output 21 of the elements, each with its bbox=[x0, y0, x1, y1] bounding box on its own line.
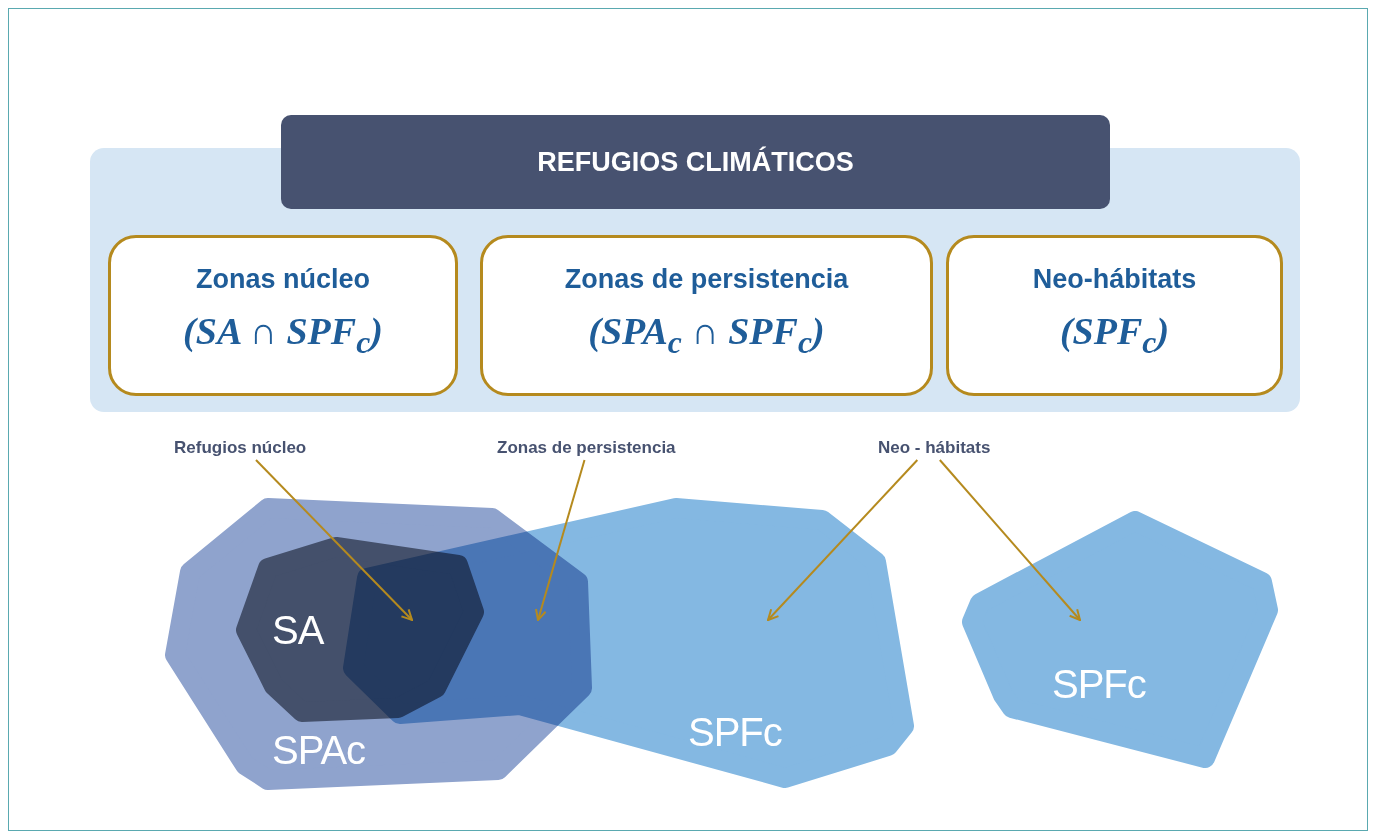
leader-arrow bbox=[255, 459, 413, 621]
set-formula: (SPF$_{c}$) bbox=[1059, 309, 1170, 361]
heading-banner: REFUGIOS CLIMÁTICOS bbox=[281, 115, 1110, 209]
callout-label: Zonas de persistencia bbox=[497, 438, 676, 458]
category-box bbox=[480, 235, 933, 396]
set-label: SPFc bbox=[688, 710, 782, 755]
box-heading: Zonas núcleo bbox=[196, 264, 370, 295]
leader-arrow bbox=[767, 459, 919, 621]
set-label: SPAc bbox=[272, 728, 366, 773]
callout-label: Neo - hábitats bbox=[878, 438, 991, 458]
callout-label: Refugios núcleo bbox=[174, 438, 307, 458]
leader-arrow bbox=[938, 459, 1081, 621]
leader-arrow bbox=[535, 459, 586, 621]
category-box bbox=[108, 235, 458, 396]
set-label: SA bbox=[272, 608, 324, 653]
set-label: SPFc bbox=[1052, 662, 1146, 707]
set-formula: (SPA$_{c}$ ∩ SPF$_{c}$) bbox=[588, 309, 825, 361]
set-formula: (SA ∩ SPF$_{c}$) bbox=[183, 309, 383, 361]
box-heading: Neo-hábitats bbox=[1032, 264, 1197, 295]
box-heading: Zonas de persistencia bbox=[564, 264, 849, 295]
category-box bbox=[946, 235, 1283, 396]
